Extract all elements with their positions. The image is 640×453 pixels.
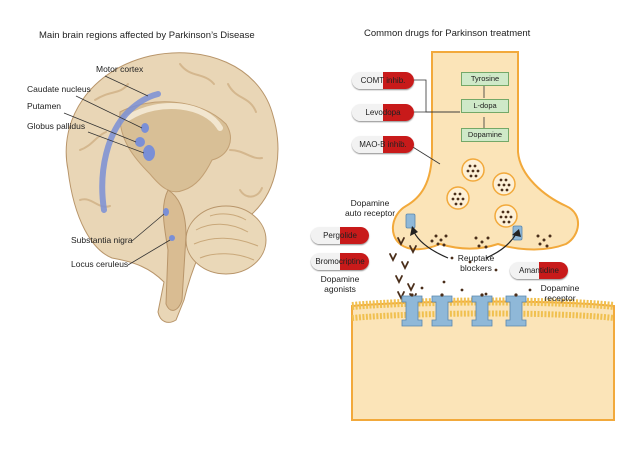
receptor-line2: receptor <box>544 293 576 303</box>
pill-pergolide-label: Pergolide <box>323 231 357 240</box>
pill-comt-inhib: COMT inhib. <box>352 72 414 89</box>
pill-bromocriptine: Bromocriptine <box>311 253 369 270</box>
pill-levodopa-label: Levodopa <box>365 108 401 117</box>
vesicle-dopamine <box>451 164 513 224</box>
pill-maob-inhib: MAO-B inhib. <box>352 136 414 153</box>
pill-bromocriptine-label: Bromocriptine <box>315 257 365 266</box>
corpus-callosum <box>125 103 223 131</box>
pill-amantidine-label: Amantidine <box>518 266 560 275</box>
gyri-lines <box>79 63 263 208</box>
label-dopamine-agonists: Dopamine agonists <box>312 274 368 294</box>
agonists-line1: Dopamine <box>320 274 360 284</box>
substantia-nigra-shape <box>163 208 169 216</box>
agonists-line2: agonists <box>324 284 356 294</box>
pathway-dopamine: Dopamine <box>461 128 509 142</box>
putamen-shape <box>135 137 145 147</box>
cerebellum <box>185 205 267 275</box>
leader-lines <box>63 75 171 266</box>
motor-cortex-band <box>99 91 161 213</box>
brainstem <box>162 189 187 311</box>
label-auto-receptor: Dopamine auto receptor <box>340 198 400 218</box>
receptor-line1: Dopamine <box>540 283 580 293</box>
reuptake-arrows <box>413 231 517 259</box>
pill-comt-label: COMT inhib. <box>360 76 406 85</box>
released-dopamine <box>420 234 552 296</box>
bound-molecules <box>410 293 518 297</box>
label-motor-cortex: Motor cortex <box>96 64 144 74</box>
label-locus-ceruleus: Locus ceruleus <box>71 259 129 269</box>
auto-receptor-line1: Dopamine <box>350 198 390 208</box>
label-caudate-nucleus: Caudate nucleus <box>27 84 91 94</box>
pill-levodopa: Levodopa <box>352 104 414 121</box>
globus-pallidus-shape <box>143 145 155 161</box>
pathway-tyrosine: Tyrosine <box>461 72 509 86</box>
arrowhead-right <box>512 229 521 237</box>
label-dopamine-receptor: Dopamine receptor <box>530 283 590 303</box>
pill-amantidine: Amantidine <box>510 262 568 279</box>
arrowhead-left <box>410 226 418 236</box>
pathway-ldopa: L-dopa <box>461 99 509 113</box>
reuptake-line2: blockers <box>460 263 492 273</box>
cerebellum-folia <box>193 213 259 261</box>
auto-receptor-left <box>405 213 416 229</box>
postsynaptic-receptors <box>401 295 527 327</box>
reuptake-line1: Reuptake <box>457 253 495 263</box>
caudate-nucleus-shape <box>141 123 149 133</box>
label-substantia-nigra: Substantia nigra <box>71 235 133 245</box>
auto-receptor-line2: auto receptor <box>344 208 396 218</box>
right-title: Common drugs for Parkinson treatment <box>364 28 531 39</box>
label-reuptake-blockers: Reuptake blockers <box>448 253 504 273</box>
presynaptic-terminal <box>391 51 579 251</box>
left-title: Main brain regions affected by Parkinson… <box>39 30 255 41</box>
label-putamen: Putamen <box>27 101 62 111</box>
pill-maob-label: MAO-B inhib. <box>359 140 407 149</box>
pill-pergolide: Pergolide <box>311 227 369 244</box>
postsynaptic-membrane <box>351 297 615 321</box>
locus-ceruleus-shape <box>169 235 175 241</box>
label-globus-pallidus: Globus pallidus <box>27 121 86 131</box>
